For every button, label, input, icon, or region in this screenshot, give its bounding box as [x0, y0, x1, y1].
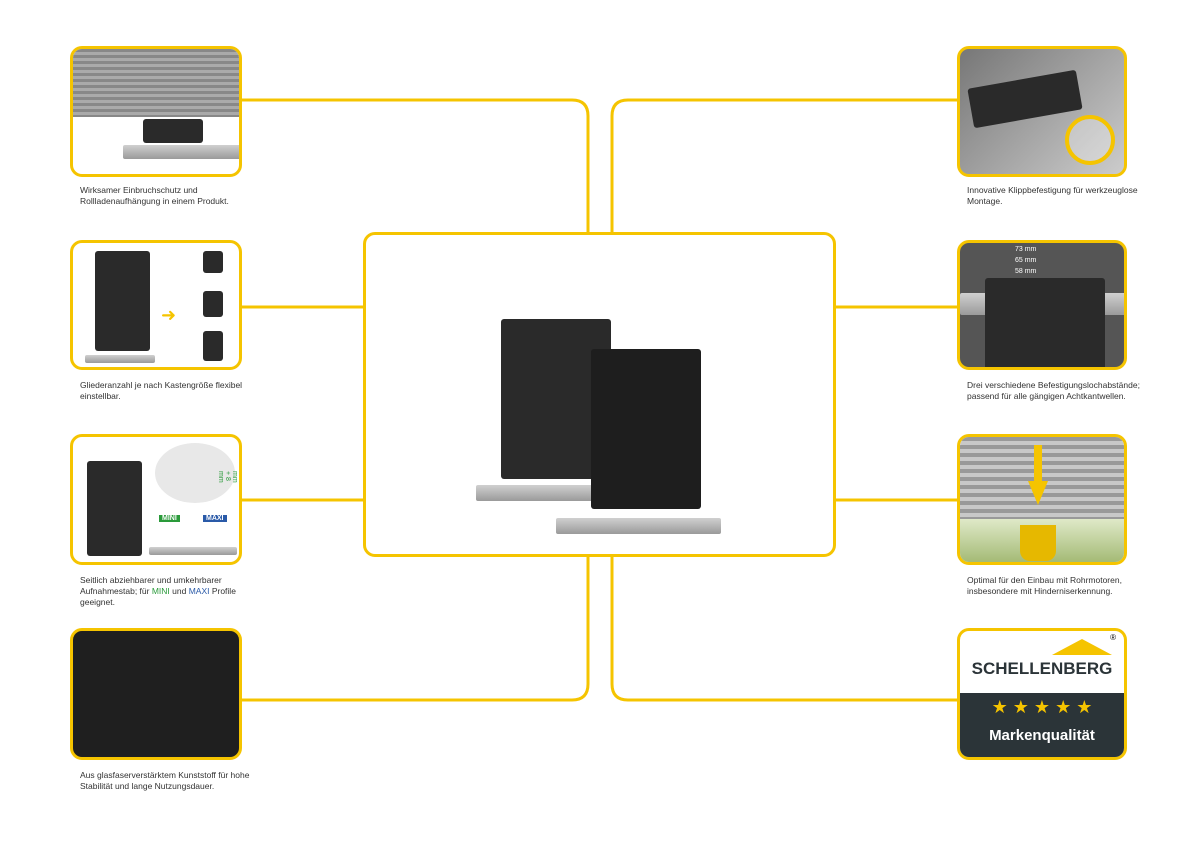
roof-logo-icon [1052, 639, 1112, 655]
feature-image-material [70, 628, 242, 760]
rating-stars: ★ ★ ★ ★ ★ [991, 697, 1093, 717]
caption-material: Aus glasfaserverstärktem Kunststoff für … [80, 770, 250, 791]
feature-image-burglary [70, 46, 242, 177]
arrow-right-icon: ➜ [161, 305, 177, 325]
feature-image-segments: ➜ [70, 240, 242, 370]
caption-burglary: Wirksamer Einbruchschutz und Rollladenau… [80, 185, 229, 206]
caption-motor: Optimal für den Einbau mit Rohrmotoren, … [967, 575, 1122, 596]
brand-quality: Markenqualität [989, 727, 1095, 744]
brand-badge: ® SCHELLENBERG ★ ★ ★ ★ ★ Markenqualität [957, 628, 1127, 760]
caption-holes: Drei verschiedene Befestigungslochabstän… [967, 380, 1140, 401]
feature-image-profile: 14 mm + 8 mm MINI MAXI [70, 434, 242, 565]
caption-clip: Innovative Klippbefestigung für werkzeug… [967, 185, 1138, 206]
caption-profile: Seitlich abziehbarer und umkehrbarer Auf… [80, 575, 236, 607]
caption-segments: Gliederanzahl je nach Kastengröße flexib… [80, 380, 243, 401]
cup-icon [1020, 525, 1056, 561]
feature-image-motor [957, 434, 1127, 565]
no-tool-icon [1065, 115, 1115, 165]
feature-image-holes: 73 mm 65 mm 58 mm [957, 240, 1127, 370]
feature-image-clip [957, 46, 1127, 177]
brand-name: SCHELLENBERG [971, 659, 1113, 678]
center-product-image [363, 232, 836, 557]
